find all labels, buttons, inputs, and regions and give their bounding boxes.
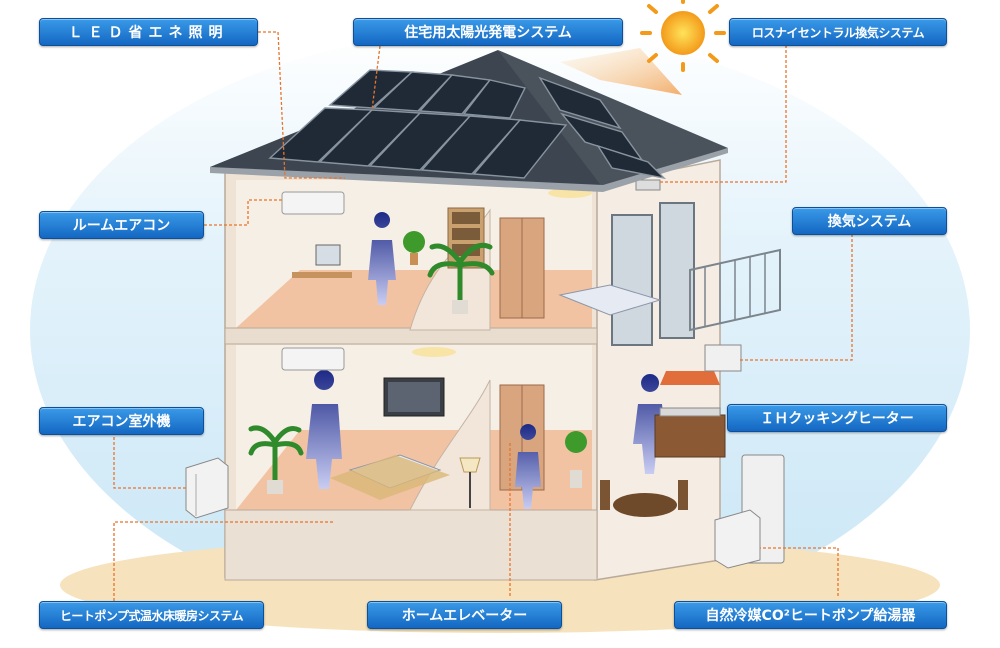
foundation (224, 509, 598, 581)
range-hood (660, 371, 720, 385)
bed (558, 284, 662, 316)
sun-ray (560, 48, 682, 95)
palm-lower-left (248, 425, 304, 494)
balcony (689, 248, 781, 332)
palm-upper (427, 242, 495, 314)
person-elevator (515, 424, 541, 509)
person-lower-left (306, 370, 342, 489)
person-kitchen (633, 374, 666, 474)
ventilation-unit (704, 344, 742, 372)
ceiling-light-lower (412, 347, 456, 357)
ac-unit-upper (281, 191, 345, 215)
label-floor-heating: ヒートポンプ式温水床暖房システム (39, 601, 264, 629)
ac-outdoor-unit (185, 457, 229, 519)
plant-upper (403, 231, 425, 265)
label-aircon-outdoor-unit: エアコン室外機 (39, 407, 204, 435)
large-window-2 (659, 202, 695, 339)
leader-lines (113, 31, 853, 601)
heat-pump-unit (714, 509, 761, 569)
kitchen-counter (654, 414, 726, 458)
floor-lamp (459, 457, 481, 508)
label-ih-cooking-heater: ＩＨクッキングヒーター (727, 404, 947, 432)
vent-grille (635, 179, 661, 191)
ac-unit-lower (281, 347, 345, 371)
label-led-lighting: ＬＥＤ省エネ照明 (39, 18, 258, 46)
monitor (315, 244, 341, 266)
sun-icon (640, 0, 726, 72)
plant-lower-right (565, 431, 587, 488)
label-lossnay-ventilation: ロスナイセントラル換気システム (729, 18, 947, 46)
label-ventilation-system: 換気システム (792, 207, 947, 235)
person-upper (368, 212, 396, 305)
ih-cooktop (659, 407, 721, 417)
roof-eave (210, 148, 728, 192)
label-solar-power: 住宅用太陽光発電システム (353, 18, 623, 46)
label-room-aircon: ルームエアコン (39, 211, 204, 239)
rug (330, 455, 450, 500)
dining-table (613, 493, 677, 517)
label-home-elevator: ホームエレベーター (367, 601, 562, 629)
label-ecocute-water-heater: 自然冷媒CO²ヒートポンプ給湯器 (674, 601, 947, 629)
desk (292, 272, 352, 278)
solar-panels (268, 69, 667, 180)
large-window-1 (611, 214, 653, 346)
